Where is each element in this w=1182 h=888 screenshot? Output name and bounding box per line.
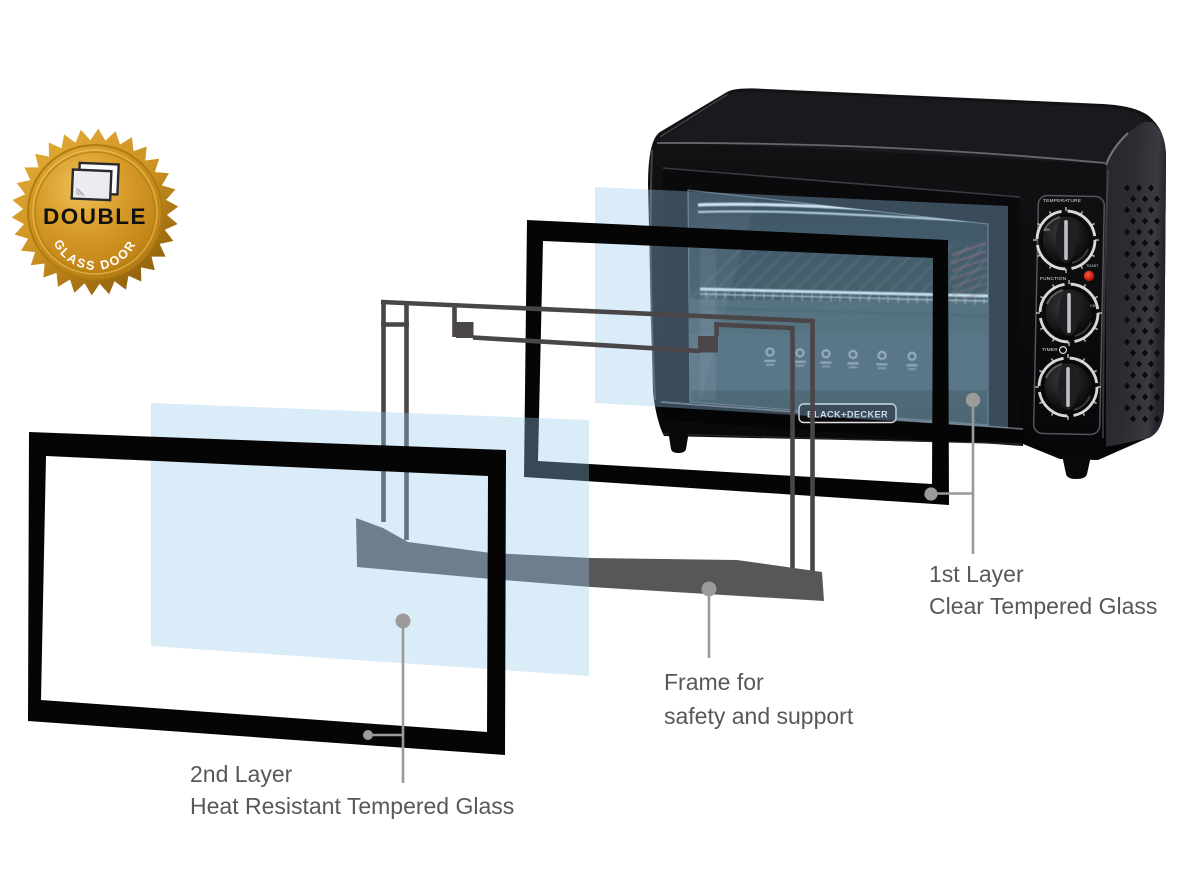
svg-text:Frame for: Frame for bbox=[664, 669, 764, 695]
svg-text:450: 450 bbox=[1044, 228, 1050, 232]
svg-text:FUNCTION: FUNCTION bbox=[1040, 276, 1067, 282]
svg-text:BLACK+DECKER: BLACK+DECKER bbox=[807, 409, 888, 419]
svg-text:Heat Resistant Tempered Glass: Heat Resistant Tempered Glass bbox=[190, 793, 514, 819]
svg-text:TEMPERATURE: TEMPERATURE bbox=[1043, 198, 1081, 204]
svg-text:DOUBLE: DOUBLE bbox=[43, 204, 147, 229]
svg-text:safety and support: safety and support bbox=[664, 703, 854, 729]
svg-text:2nd Layer: 2nd Layer bbox=[190, 761, 293, 787]
svg-text:Clear Tempered Glass: Clear Tempered Glass bbox=[929, 593, 1157, 619]
svg-text:ON: ON bbox=[1090, 304, 1096, 308]
svg-text:1st Layer: 1st Layer bbox=[929, 561, 1024, 587]
svg-text:TIMER: TIMER bbox=[1042, 347, 1058, 353]
svg-text:TOAST: TOAST bbox=[1086, 264, 1099, 268]
